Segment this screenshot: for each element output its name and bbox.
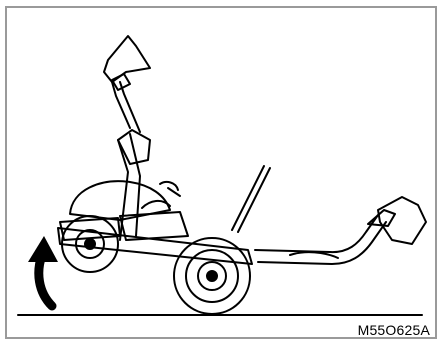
- rotation-arrow-icon: [28, 236, 58, 306]
- front-bucket: [378, 197, 426, 244]
- rear-wheel: [62, 216, 118, 272]
- figure-code: M55O625A: [358, 322, 430, 338]
- top-bucket: [104, 36, 150, 82]
- front-wheel: [174, 238, 250, 314]
- front-loader-arm: [255, 210, 395, 264]
